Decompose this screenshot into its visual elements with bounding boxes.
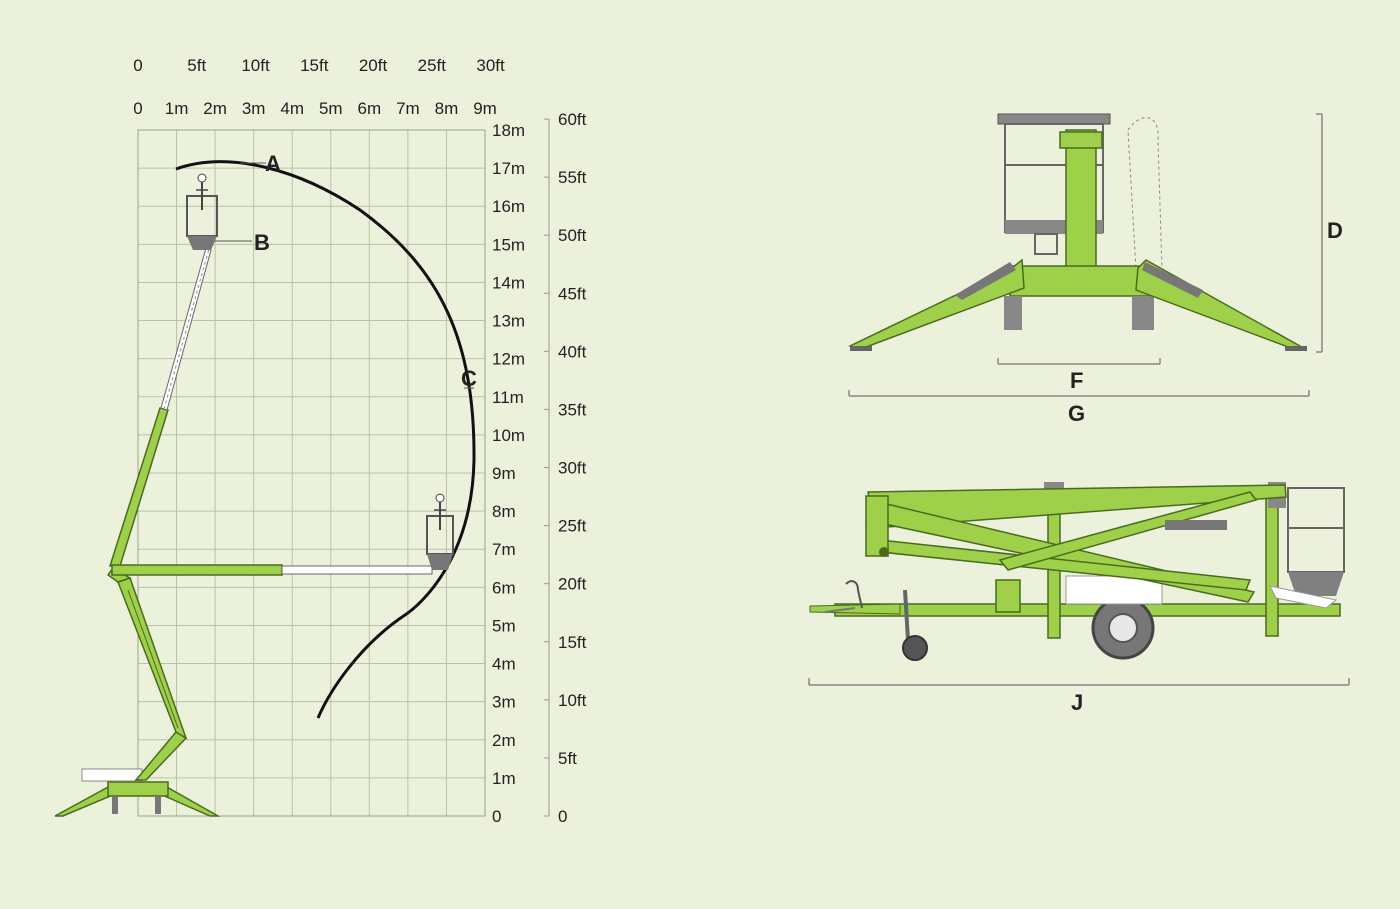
ft-scale-top-label: 25ft — [418, 56, 447, 75]
grid-frame — [137, 129, 486, 817]
height-m-label: 18m — [492, 121, 525, 140]
height-m-label: 7m — [492, 540, 516, 559]
height-m-label: 16m — [492, 197, 525, 216]
marker-b: B — [254, 230, 270, 255]
height-m-scale: 0 1m 2m 3m 4m 5m 6m 7m 8m 9m 10m 11m 12m 13m 14m 15m 16m… — [492, 121, 525, 826]
height-m-label: 17m — [492, 159, 525, 178]
dimension-j-label: J — [1071, 690, 1083, 715]
height-m-label: 9m — [492, 464, 516, 483]
dimension-f-label: F — [1070, 368, 1083, 393]
dimension-g-label: G — [1068, 401, 1085, 426]
side-view: J — [808, 482, 1350, 715]
marker-a: A — [265, 151, 281, 176]
chart-lower-boom — [106, 567, 188, 781]
m-scale-top-label: 6m — [358, 99, 382, 118]
dimension-d-label: D — [1327, 218, 1343, 243]
height-m-label: 2m — [492, 731, 516, 750]
height-m-label: 5m — [492, 616, 516, 635]
height-m-label: 6m — [492, 578, 516, 597]
height-m-label: 11m — [492, 388, 524, 407]
height-m-label: 8m — [492, 502, 516, 521]
ft-scale-top-label: 0 — [133, 56, 142, 75]
front-outrigger-left — [848, 258, 1025, 351]
height-m-label: 15m — [492, 235, 525, 254]
reach-envelope-curve — [175, 160, 476, 719]
height-m-label: 14m — [492, 273, 525, 292]
ft-scale-top-label: 20ft — [359, 56, 388, 75]
ft-scale-top-label: 15ft — [300, 56, 329, 75]
chart-boom-horizontal — [111, 564, 433, 576]
height-ft-label: 55ft — [558, 168, 587, 187]
chart-platform-extended — [426, 493, 454, 570]
height-m-label: 3m — [492, 693, 516, 712]
range-grid — [137, 129, 486, 817]
height-ft-label: 30ft — [558, 459, 587, 478]
side-chassis — [834, 603, 1341, 617]
height-m-label: 13m — [492, 312, 525, 331]
height-ft-label: 50ft — [558, 226, 587, 245]
height-ft-label: 0 — [558, 807, 567, 826]
ft-scale-top-label: 30ft — [476, 56, 505, 75]
height-ft-label: 60ft — [558, 110, 587, 129]
m-scale-top-label: 2m — [203, 99, 227, 118]
height-ft-scale: 0 5ft 10ft 15ft 20ft 25ft 30ft 35ft 40ft 45ft 50ft… — [544, 110, 587, 826]
height-ft-label: 5ft — [558, 749, 577, 768]
m-scale-top: 0 1m 2m 3m 4m 5m 6m 7m 8m 9m — [133, 99, 497, 118]
m-scale-top-label: 3m — [242, 99, 266, 118]
height-ft-label: 40ft — [558, 342, 587, 361]
m-scale-top-label: 5m — [319, 99, 343, 118]
jockey-wheel — [902, 635, 928, 661]
ft-scale-top: 0 5ft 10ft 15ft 20ft 25ft 30ft — [133, 56, 505, 75]
height-ft-label: 25ft — [558, 517, 587, 536]
height-ft-label: 45ft — [558, 284, 587, 303]
m-scale-top-label: 1m — [165, 99, 189, 118]
front-chassis — [1009, 265, 1151, 297]
height-ft-label: 20ft — [558, 575, 587, 594]
m-scale-top-label: 9m — [473, 99, 497, 118]
range-chart: 0 5ft 10ft 15ft 20ft 25ft 30ft 0 1m 2m 3m 4m 5m 6m 7m… — [54, 56, 587, 826]
height-m-label: 10m — [492, 426, 525, 445]
m-scale-top-label: 7m — [396, 99, 420, 118]
m-scale-top-label: 0 — [133, 99, 142, 118]
ft-scale-top-label: 5ft — [187, 56, 206, 75]
height-ft-label: 10ft — [558, 691, 587, 710]
height-m-label: 1m — [492, 769, 516, 788]
height-m-label: 4m — [492, 655, 516, 674]
front-boom-column — [1065, 129, 1097, 271]
side-platform — [1287, 487, 1345, 573]
chart-platform-raised — [186, 173, 218, 250]
ft-scale-top-label: 10ft — [241, 56, 270, 75]
m-scale-top-label: 8m — [435, 99, 459, 118]
front-view: D F G — [848, 113, 1343, 426]
height-m-label: 0 — [492, 807, 501, 826]
chart-base-outriggers — [54, 768, 221, 817]
m-scale-top-label: 4m — [280, 99, 304, 118]
height-ft-label: 35ft — [558, 400, 587, 419]
height-m-label: 12m — [492, 350, 525, 369]
height-ft-label: 15ft — [558, 633, 587, 652]
marker-c: C — [461, 366, 477, 391]
chart-boom-raised — [108, 247, 212, 567]
